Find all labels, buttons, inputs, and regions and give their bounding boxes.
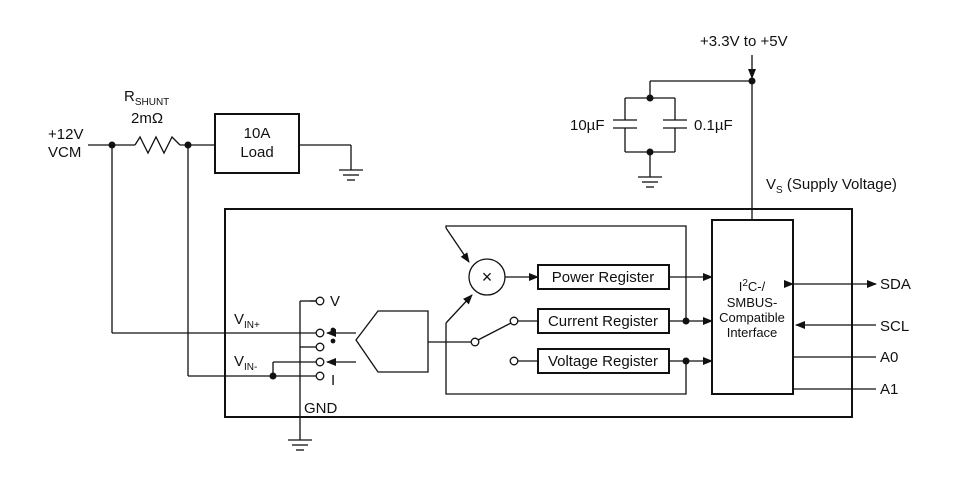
voltage-register-label: Voltage Register bbox=[548, 353, 658, 370]
shunt-resistor-icon bbox=[134, 135, 181, 155]
interface-line3: Compatible bbox=[719, 310, 785, 325]
interface-line4: Interface bbox=[727, 325, 778, 340]
terminal-i bbox=[315, 371, 325, 381]
scl-label: SCL bbox=[880, 318, 909, 335]
interface-line1: I2C-/ bbox=[739, 278, 766, 294]
gnd-ground-icon bbox=[288, 439, 312, 451]
supply-rail-label: +3.3V to +5V bbox=[700, 33, 788, 50]
i2c-interface-block bbox=[711, 219, 794, 395]
voltage-junction bbox=[682, 357, 690, 365]
multiplier-input-a bbox=[445, 227, 470, 263]
terminal-gnd bbox=[315, 342, 325, 352]
feedback-loop-bottom bbox=[445, 323, 687, 395]
multiplier-input-b bbox=[445, 294, 473, 324]
sda-label: SDA bbox=[880, 276, 911, 293]
terminal-v-label: V bbox=[330, 293, 340, 310]
ic-package bbox=[224, 208, 853, 418]
load-line1: 10A bbox=[244, 125, 271, 142]
a1-label: A1 bbox=[880, 381, 898, 398]
cap2-label: 0.1µF bbox=[694, 117, 733, 134]
shunt-value: 2mΩ bbox=[131, 110, 163, 127]
current-register-label: Current Register bbox=[548, 313, 658, 330]
current-junction bbox=[682, 317, 690, 325]
load-box bbox=[214, 113, 300, 174]
bus-voltage-label: +12V bbox=[48, 126, 83, 143]
vs-label: VS (Supply Voltage) bbox=[766, 176, 897, 196]
feedback-loop-top bbox=[445, 225, 687, 321]
switch-arm-current bbox=[477, 322, 512, 341]
vin-plus-label: VIN+ bbox=[234, 311, 260, 331]
voltage-register bbox=[537, 348, 670, 374]
power-register-label: Power Register bbox=[552, 269, 655, 286]
multiplier-symbol: × bbox=[482, 267, 493, 287]
a0-label: A0 bbox=[880, 349, 898, 366]
load-ground-icon bbox=[339, 169, 363, 181]
load-line2: Load bbox=[240, 144, 273, 161]
power-register bbox=[537, 264, 670, 290]
selector-dot-1 bbox=[330, 327, 336, 333]
cap-ground-icon bbox=[638, 176, 662, 188]
terminal-v bbox=[315, 296, 325, 306]
terminal-i-label: I bbox=[331, 372, 335, 389]
mux-switch-pivot bbox=[470, 337, 480, 347]
interface-line2: SMBUS- bbox=[727, 295, 778, 310]
gnd-label: GND bbox=[304, 400, 338, 417]
switch-current-terminal bbox=[509, 316, 519, 326]
pga-amplifier-icon bbox=[355, 310, 429, 373]
current-register bbox=[537, 308, 670, 334]
vin-minus-label: VIN- bbox=[234, 353, 257, 373]
cap1-label: 10µF bbox=[570, 117, 605, 134]
switch-voltage-terminal bbox=[509, 356, 519, 366]
selector-dot-2 bbox=[330, 338, 336, 344]
shunt-name: RSHUNT bbox=[124, 88, 169, 108]
terminal-vin-minus bbox=[315, 357, 325, 367]
terminal-vin-plus bbox=[315, 328, 325, 338]
vcm-label: VCM bbox=[48, 144, 81, 161]
